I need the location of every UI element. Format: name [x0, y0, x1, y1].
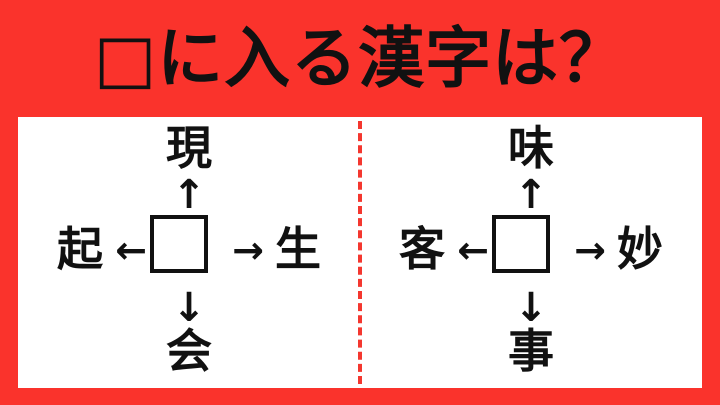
page-title: □に入る漢字は？ [93, 19, 627, 97]
right-puzzle-bottom-kanji: 事 [508, 324, 554, 378]
arrow-up-icon: ↑ [172, 172, 206, 218]
arrow-down-icon: ↓ [172, 285, 206, 331]
arrow-left-icon: ← [115, 228, 147, 272]
arrow-right-icon: → [574, 228, 606, 272]
right-puzzle-right-kanji: 妙 [617, 222, 663, 276]
arrow-left-icon: ← [457, 228, 489, 272]
puzzle-board: 現 ↑ 起 ← → 生 ↓ 会 味 ↑ 客 ← → 妙 ↓ 事 [18, 117, 702, 388]
right-puzzle-left-kanji: 客 [399, 222, 445, 276]
left-puzzle: 現 ↑ 起 ← → 生 ↓ 会 [18, 117, 360, 388]
left-puzzle-answer-box[interactable] [150, 215, 208, 273]
right-puzzle-top-kanji: 味 [508, 121, 554, 175]
panel-divider [358, 121, 362, 384]
left-puzzle-bottom-kanji: 会 [166, 324, 212, 378]
title-banner: □に入る漢字は？ [0, 0, 720, 117]
left-puzzle-right-kanji: 生 [275, 222, 321, 276]
arrow-down-icon: ↓ [514, 285, 548, 331]
right-puzzle: 味 ↑ 客 ← → 妙 ↓ 事 [360, 117, 702, 388]
left-puzzle-top-kanji: 現 [166, 121, 212, 175]
left-puzzle-left-kanji: 起 [57, 222, 103, 276]
right-puzzle-answer-box[interactable] [492, 215, 550, 273]
arrow-up-icon: ↑ [514, 172, 548, 218]
arrow-right-icon: → [232, 228, 264, 272]
